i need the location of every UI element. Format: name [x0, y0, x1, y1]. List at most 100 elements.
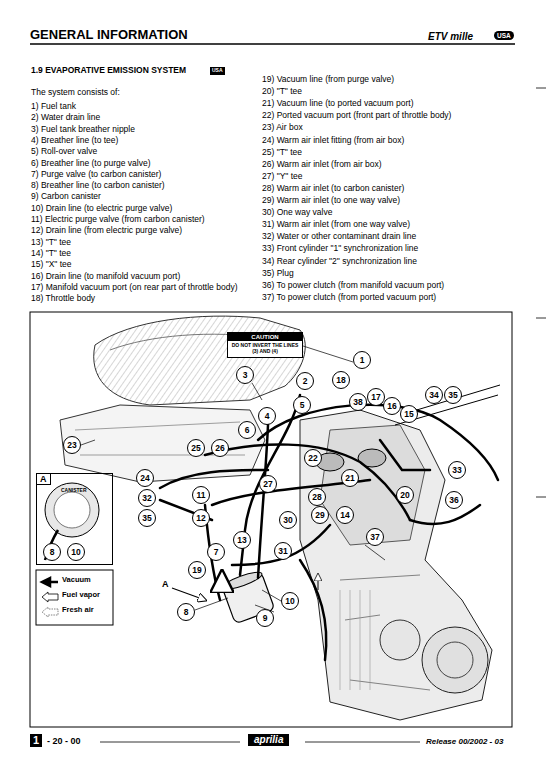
callout-number: 8: [43, 543, 61, 561]
parts-list-item: 34) Rear cylinder "2" synchronization li…: [262, 257, 417, 267]
callout-number: 38: [349, 393, 367, 411]
parts-list-item: 18) Throttle body: [31, 294, 95, 304]
callout-text: 12: [196, 514, 205, 523]
parts-list-item: 21) Vacuum line (to ported vacuum port): [262, 99, 414, 109]
callout-text: 16: [387, 402, 396, 411]
callout-number: 34: [425, 386, 443, 404]
parts-list-item: 20) "T" tee: [262, 87, 302, 97]
callout-number: 30: [279, 511, 297, 529]
section-title: 1.9 EVAPORATIVE EMISSION SYSTEM: [31, 66, 186, 76]
callout-text: 14: [340, 511, 349, 520]
callout-text: 7: [214, 548, 219, 557]
caution-box: CAUTIONDO NOT INVERT THE LINES (3) AND (…: [227, 332, 303, 358]
inset-view: A 8 10: [36, 473, 113, 565]
parts-list-item: 29) Warm air inlet (to one way valve): [262, 196, 400, 206]
callout-number: 7: [207, 543, 225, 561]
chapter-number: 1: [30, 734, 42, 747]
callout-text: 31: [278, 547, 287, 556]
callout-text: 26: [215, 444, 224, 453]
parts-list-item: 8) Breather line (to carbon canister): [31, 181, 165, 191]
callout-text: 8: [50, 548, 55, 557]
callout-text: 29: [315, 511, 324, 520]
parts-list-item: 24) Warm air inlet fitting (from air box…: [262, 136, 404, 146]
parts-list-item: 22) Ported vacuum port (front part of th…: [262, 111, 451, 121]
parts-list-item: 4) Breather line (to tee): [31, 136, 118, 146]
canister-marking: CANISTER: [61, 488, 87, 494]
callout-number: 16: [383, 397, 401, 415]
callout-number: 10: [281, 592, 299, 610]
callout-number: 11: [192, 486, 210, 504]
callout-number: 27: [259, 475, 277, 493]
parts-list-item: 15) "X" tee: [31, 260, 72, 270]
callout-number: 35: [138, 509, 156, 527]
view-letter: A: [162, 579, 169, 589]
callout-number: 8: [177, 603, 195, 621]
intro-text: The system consists of:: [31, 88, 120, 98]
callout-text: 36: [449, 496, 458, 505]
brand-logo: aprilia: [248, 734, 289, 746]
parts-list-item: 6) Breather line (to purge valve): [31, 159, 151, 169]
callout-number: 15: [400, 405, 418, 423]
callout-text: 35: [142, 514, 151, 523]
legend-text: Fuel vapor: [62, 591, 100, 600]
callout-number: 20: [396, 486, 414, 504]
callout-number: 1: [353, 351, 371, 369]
callout-text: 9: [263, 614, 268, 623]
callout-text: 6: [245, 426, 250, 435]
legend-text: Fresh air: [62, 606, 94, 615]
parts-list-item: 19) Vacuum line (from purge valve): [262, 75, 394, 85]
callout-text: 10: [285, 597, 294, 606]
callout-text: 10: [71, 548, 80, 557]
parts-list-item: 10) Drain line (to electric purge valve): [31, 204, 172, 214]
callout-text: 32: [142, 494, 151, 503]
callout-number: 35: [444, 386, 462, 404]
callout-number: 37: [366, 528, 384, 546]
callout-number: 5: [293, 396, 311, 414]
page-header: GENERAL INFORMATION: [30, 28, 188, 43]
callout-number: 36: [445, 491, 463, 509]
callout-number: 14: [336, 506, 354, 524]
callout-number: 13: [233, 531, 251, 549]
callout-text: 19: [192, 566, 201, 575]
callout-text: 1: [360, 356, 365, 365]
parts-list-item: 7) Purge valve (to carbon canister): [31, 170, 161, 180]
parts-list-item: 2) Water drain line: [31, 113, 100, 123]
callout-number: 31: [274, 542, 292, 560]
parts-list-item: 31) Warm air inlet (from one way valve): [262, 220, 410, 230]
callout-number: 6: [238, 421, 256, 439]
callout-text: 34: [429, 391, 438, 400]
parts-list-item: 12) Drain line (from electric purge valv…: [31, 226, 182, 236]
callout-text: 13: [237, 536, 246, 545]
region-badge: USA: [210, 67, 225, 75]
callout-number: 4: [258, 407, 276, 425]
callout-number: 28: [308, 488, 326, 506]
callout-number: 25: [187, 439, 205, 457]
callout-text: 20: [400, 491, 409, 500]
parts-list-item: 23) Air box: [262, 123, 303, 133]
parts-list-item: 35) Plug: [262, 269, 294, 279]
parts-list-item: 28) Warm air inlet (to carbon canister): [262, 184, 404, 194]
callout-text: 30: [283, 516, 292, 525]
callout-number: 18: [332, 371, 350, 389]
callout-number: 32: [138, 489, 156, 507]
callout-number: 12: [192, 509, 210, 527]
model-name: ETV mille: [428, 31, 473, 43]
callout-text: 11: [197, 491, 206, 500]
parts-list-item: 37) To power clutch (from ported vacuum …: [262, 293, 436, 303]
release-note: Release 00/2002 - 03: [426, 737, 503, 746]
region-badge: USA: [494, 31, 514, 40]
parts-list-item: 3) Fuel tank breather nipple: [31, 125, 135, 135]
callout-text: 3: [243, 371, 248, 380]
parts-list-item: 30) One way valve: [262, 208, 332, 218]
parts-list-item: 11) Electric purge valve (from carbon ca…: [31, 215, 205, 225]
callout-text: 25: [191, 444, 200, 453]
parts-list-item: 1) Fuel tank: [31, 102, 76, 112]
parts-list-item: 9) Carbon canister: [31, 192, 101, 202]
callout-text: 38: [353, 398, 362, 407]
parts-list-item: 25) "T" tee: [262, 148, 302, 158]
callout-number: 9: [256, 609, 274, 627]
parts-list-item: 32) Water or other contaminant drain lin…: [262, 232, 416, 242]
parts-list-item: 33) Front cylinder "1" synchronization l…: [262, 244, 418, 254]
callout-text: 23: [67, 441, 76, 450]
inset-letter: A: [37, 474, 51, 485]
